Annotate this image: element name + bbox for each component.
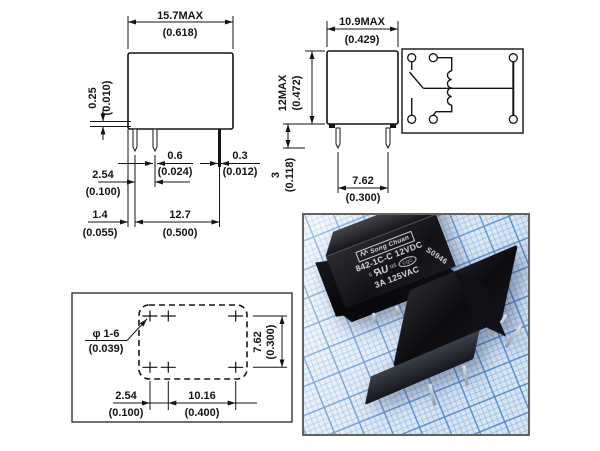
bottom-dimension-lines (85, 315, 287, 410)
pin-terminal (508, 114, 518, 124)
row-pitch-mm: 7.62 (252, 331, 264, 352)
side-pin-length-mm: 3 (270, 172, 282, 178)
col-span-in: (0.400) (185, 407, 220, 419)
front-body (127, 52, 234, 130)
relay2-pin (428, 383, 437, 406)
side-height-in: (0.472) (291, 75, 303, 110)
front-dimension-lines (88, 16, 260, 227)
pin-terminal (428, 114, 438, 124)
front-pin-1 (132, 128, 138, 153)
front-dimension-texts: 15.7MAX (0.618) 0.25 (0.010) 0.6 (0.024)… (83, 10, 258, 239)
relay2-pin (462, 365, 469, 386)
side-pitch-in: (0.300) (346, 192, 381, 204)
side-depth-in: (0.429) (345, 34, 380, 46)
side-dimension-texts: 10.9MAX (0.429) 12MAX (0.472) 3 (0.118) … (270, 16, 386, 204)
front-pin-3 (218, 129, 221, 167)
front-standoff-in: (0.010) (101, 80, 113, 115)
front-pitch-in: (0.100) (86, 186, 121, 198)
front-edge-in: (0.055) (83, 227, 118, 239)
brand-logo: Song Chuan (327, 218, 442, 273)
front-width-in: (0.618) (163, 27, 198, 39)
front-body-outline (127, 52, 234, 130)
schematic-pins (407, 53, 518, 124)
col-pitch-mm: 2.54 (115, 390, 137, 402)
logo-zigzag-icon (360, 249, 369, 257)
front-pin-2 (152, 128, 158, 153)
front-standoff-mm: 0.25 (87, 87, 99, 108)
front-pin-width-in: (0.024) (158, 166, 193, 178)
side-body-outline (326, 50, 399, 125)
side-height-mm: 12MAX (277, 74, 289, 111)
side-pitch-mm: 7.62 (352, 175, 373, 187)
col-span-mm: 10.16 (188, 390, 216, 402)
hole-diameter-label: φ 1-6 (93, 328, 120, 340)
relay2-pin (504, 325, 522, 349)
relay-footprint-outline (138, 304, 248, 380)
side-depth-mm: 10.9MAX (339, 16, 386, 28)
front-pin-thickness-in: (0.012) (223, 166, 258, 178)
front-pins (132, 128, 221, 167)
hole-diameter-in: (0.039) (89, 343, 124, 355)
front-span-mm: 12.7 (169, 209, 190, 221)
front-pin-width-mm: 0.6 (167, 150, 182, 162)
pin-terminal (508, 53, 518, 63)
front-width-mm: 15.7MAX (157, 10, 204, 22)
side-pin-2 (385, 127, 391, 150)
side-foot-right (390, 124, 396, 128)
front-pitch-mm: 2.54 (92, 169, 114, 181)
schematic-border (401, 48, 524, 134)
row-pitch-in: (0.300) (265, 324, 277, 359)
pin-terminal (407, 114, 417, 124)
side-pin-length-in: (0.118) (284, 158, 296, 193)
front-view-drawing: 15.7MAX (0.618) 0.25 (0.010) 0.6 (0.024)… (83, 10, 260, 239)
col-pitch-in: (0.100) (109, 407, 144, 419)
pin-terminal (428, 53, 438, 63)
bottom-view-drawing: φ 1-6 (0.039) 7.62 (0.300) 2.54 (0.100) … (71, 292, 293, 423)
schematic-wires (408, 56, 515, 116)
side-pin-1 (335, 127, 341, 150)
schematic-diagram (401, 48, 524, 134)
front-span-in: (0.500) (163, 227, 198, 239)
side-foot-left (329, 124, 335, 128)
front-edge-mm: 1.4 (92, 209, 108, 221)
pin-hole-crosses (142, 310, 244, 373)
side-view-drawing: 10.9MAX (0.429) 12MAX (0.472) 3 (0.118) … (270, 16, 399, 204)
side-body (326, 50, 399, 128)
front-pin-thickness-mm: 0.3 (232, 150, 247, 162)
bottom-dimension-texts: φ 1-6 (0.039) 7.62 (0.300) 2.54 (0.100) … (89, 324, 277, 419)
pin-terminal (407, 53, 417, 63)
side-pins (335, 127, 391, 150)
side-dimension-lines (283, 21, 399, 193)
